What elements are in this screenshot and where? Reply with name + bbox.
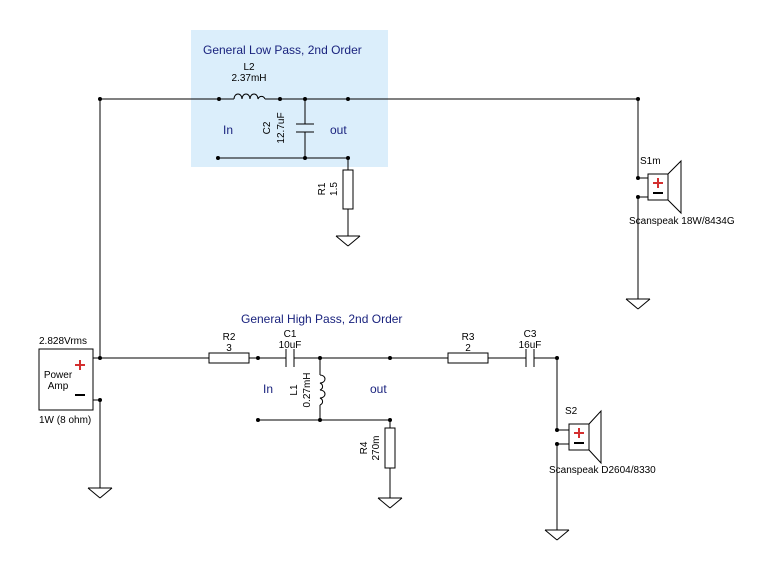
junction-dot xyxy=(98,97,102,101)
speaker-tweeter-icon xyxy=(568,409,602,465)
junction-dot xyxy=(98,398,102,402)
resistor-r1 xyxy=(342,169,354,210)
capacitor-c3 xyxy=(525,349,535,367)
junction-dot xyxy=(388,356,392,360)
l2-value: 2.37mH xyxy=(231,73,266,84)
r2-ref: R2 xyxy=(223,332,236,343)
junction-dot xyxy=(636,195,640,199)
tweeter-model: Scanspeak D2604/8330 xyxy=(549,465,656,476)
junction-dot xyxy=(318,356,322,360)
junction-dot xyxy=(256,418,260,422)
inductor-l1 xyxy=(319,374,326,406)
c3-ref: C3 xyxy=(524,329,537,340)
woofer-model: Scanspeak 18W/8434G xyxy=(629,216,735,227)
highpass-out-label: out xyxy=(370,382,387,396)
junction-dot xyxy=(217,97,221,101)
l1-value: 0.27mH xyxy=(302,372,313,407)
tweeter-ref: S2 xyxy=(565,406,578,417)
power-amp xyxy=(38,348,94,411)
l2-ref: L2 xyxy=(243,62,255,73)
highpass-in-label: In xyxy=(263,382,273,396)
c1-ref: C1 xyxy=(284,329,297,340)
resistor-r4 xyxy=(384,427,396,469)
ground-icon xyxy=(625,292,651,310)
ground-icon xyxy=(544,529,570,541)
junction-dot xyxy=(318,418,322,422)
speaker-woofer-icon xyxy=(647,159,682,215)
lowpass-title: General Low Pass, 2nd Order xyxy=(203,43,362,57)
woofer-ref: S1m xyxy=(640,156,661,167)
c1-value: 10uF xyxy=(279,340,302,351)
amp-rating: 1W (8 ohm) xyxy=(39,415,91,426)
lowpass-out-label: out xyxy=(330,123,347,137)
r1-value: 1.5 xyxy=(329,182,340,196)
resistor-r2 xyxy=(208,352,250,364)
c2-ref: C2 xyxy=(262,121,273,134)
c2-value: 12.7uF xyxy=(276,112,287,143)
junction-dot xyxy=(256,356,260,360)
lowpass-in-label: In xyxy=(223,123,233,137)
ground-icon xyxy=(377,497,403,509)
r4-ref: R4 xyxy=(359,441,370,454)
wires xyxy=(93,98,648,530)
amp-voltage: 2.828Vrms xyxy=(39,336,87,347)
r4-value: 270m xyxy=(371,435,382,460)
junction-dot xyxy=(346,156,350,160)
resistor-r3 xyxy=(447,352,489,364)
r2-value: 3 xyxy=(226,343,232,354)
ground-icon xyxy=(87,487,113,499)
junction-dot xyxy=(555,356,559,360)
amp-label-line1: Power xyxy=(44,370,73,381)
l1-ref: L1 xyxy=(289,384,300,396)
junction-dot xyxy=(636,176,640,180)
capacitor-c2 xyxy=(296,123,314,133)
junction-dot xyxy=(555,442,559,446)
junction-dot xyxy=(636,97,640,101)
junction-dot xyxy=(303,97,307,101)
junction-dot xyxy=(388,418,392,422)
junction-dot xyxy=(303,156,307,160)
junction-dot xyxy=(216,156,220,160)
r3-ref: R3 xyxy=(462,332,475,343)
junction-dot xyxy=(346,97,350,101)
amp-label-line2: Amp xyxy=(48,381,69,392)
junction-dot xyxy=(98,356,102,360)
r3-value: 2 xyxy=(465,343,471,354)
c3-value: 16uF xyxy=(519,340,542,351)
junction-dot xyxy=(278,97,282,101)
r1-ref: R1 xyxy=(317,182,328,195)
junction-dots xyxy=(98,97,640,446)
capacitor-c1 xyxy=(285,349,295,367)
highpass-title: General High Pass, 2nd Order xyxy=(241,312,402,326)
inductor-l2 xyxy=(233,93,266,100)
junction-dot xyxy=(555,428,559,432)
ground-icon xyxy=(335,235,361,247)
